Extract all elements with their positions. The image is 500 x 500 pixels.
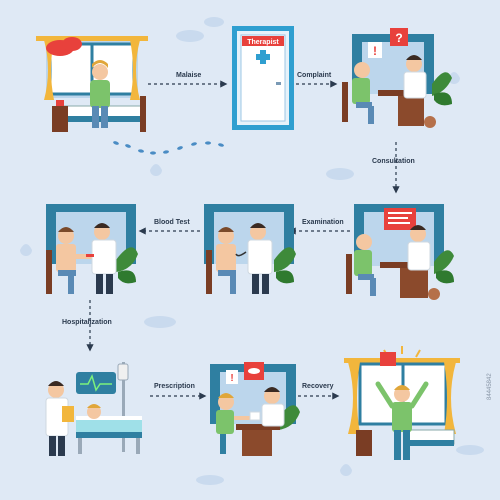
sick-man-figure xyxy=(90,60,110,128)
step-label-complaint: Complaint xyxy=(297,72,332,79)
exclamation-bubble-icon: ! xyxy=(226,370,238,384)
scene-consultation-examination xyxy=(346,204,454,300)
scene-blood-test xyxy=(46,204,138,294)
pills-bubble-icon xyxy=(244,362,264,380)
scene-malaise xyxy=(36,36,148,132)
heart-monitor-icon xyxy=(76,372,116,394)
clipboard-icon xyxy=(62,406,74,422)
step-label-hospitalization: Hospitalization xyxy=(62,319,112,326)
scene-recovery xyxy=(344,346,460,460)
scene-examination xyxy=(204,204,296,294)
syringe-icon xyxy=(86,254,94,257)
scene-hospitalization xyxy=(45,362,142,456)
step-label-prescription: Prescription xyxy=(154,383,195,390)
watermark-number: 84445842 xyxy=(487,373,493,400)
door-sign: Therapist xyxy=(247,39,279,46)
storm-cloud-icon xyxy=(46,37,82,56)
footprints xyxy=(113,141,224,155)
question-bubble-icon: ? xyxy=(390,28,408,46)
step-label-examination: Examination xyxy=(302,219,344,226)
step-label-consultation: Consultation xyxy=(372,158,415,165)
step-label-malaise: Malaise xyxy=(176,72,202,79)
svg-text:!: ! xyxy=(230,373,233,384)
door-sign-plate xyxy=(242,36,284,46)
stethoscope-icon xyxy=(235,251,247,257)
thumbs-up-bubble-icon xyxy=(380,352,396,366)
svg-text:!: ! xyxy=(373,44,377,58)
step-label-recovery: Recovery xyxy=(302,383,334,390)
exclamation-bubble-icon: ! xyxy=(368,42,382,58)
step-label-blood-test: Blood Test xyxy=(154,219,190,226)
scene-complaint: ! ? xyxy=(342,28,452,128)
medical-cross-icon xyxy=(256,50,270,64)
scene-therapist-door: Therapist xyxy=(232,26,294,130)
scene-prescription: ! xyxy=(210,362,300,456)
svg-text:?: ? xyxy=(395,31,402,45)
info-poster xyxy=(384,208,416,230)
iv-drip-icon xyxy=(117,363,129,381)
